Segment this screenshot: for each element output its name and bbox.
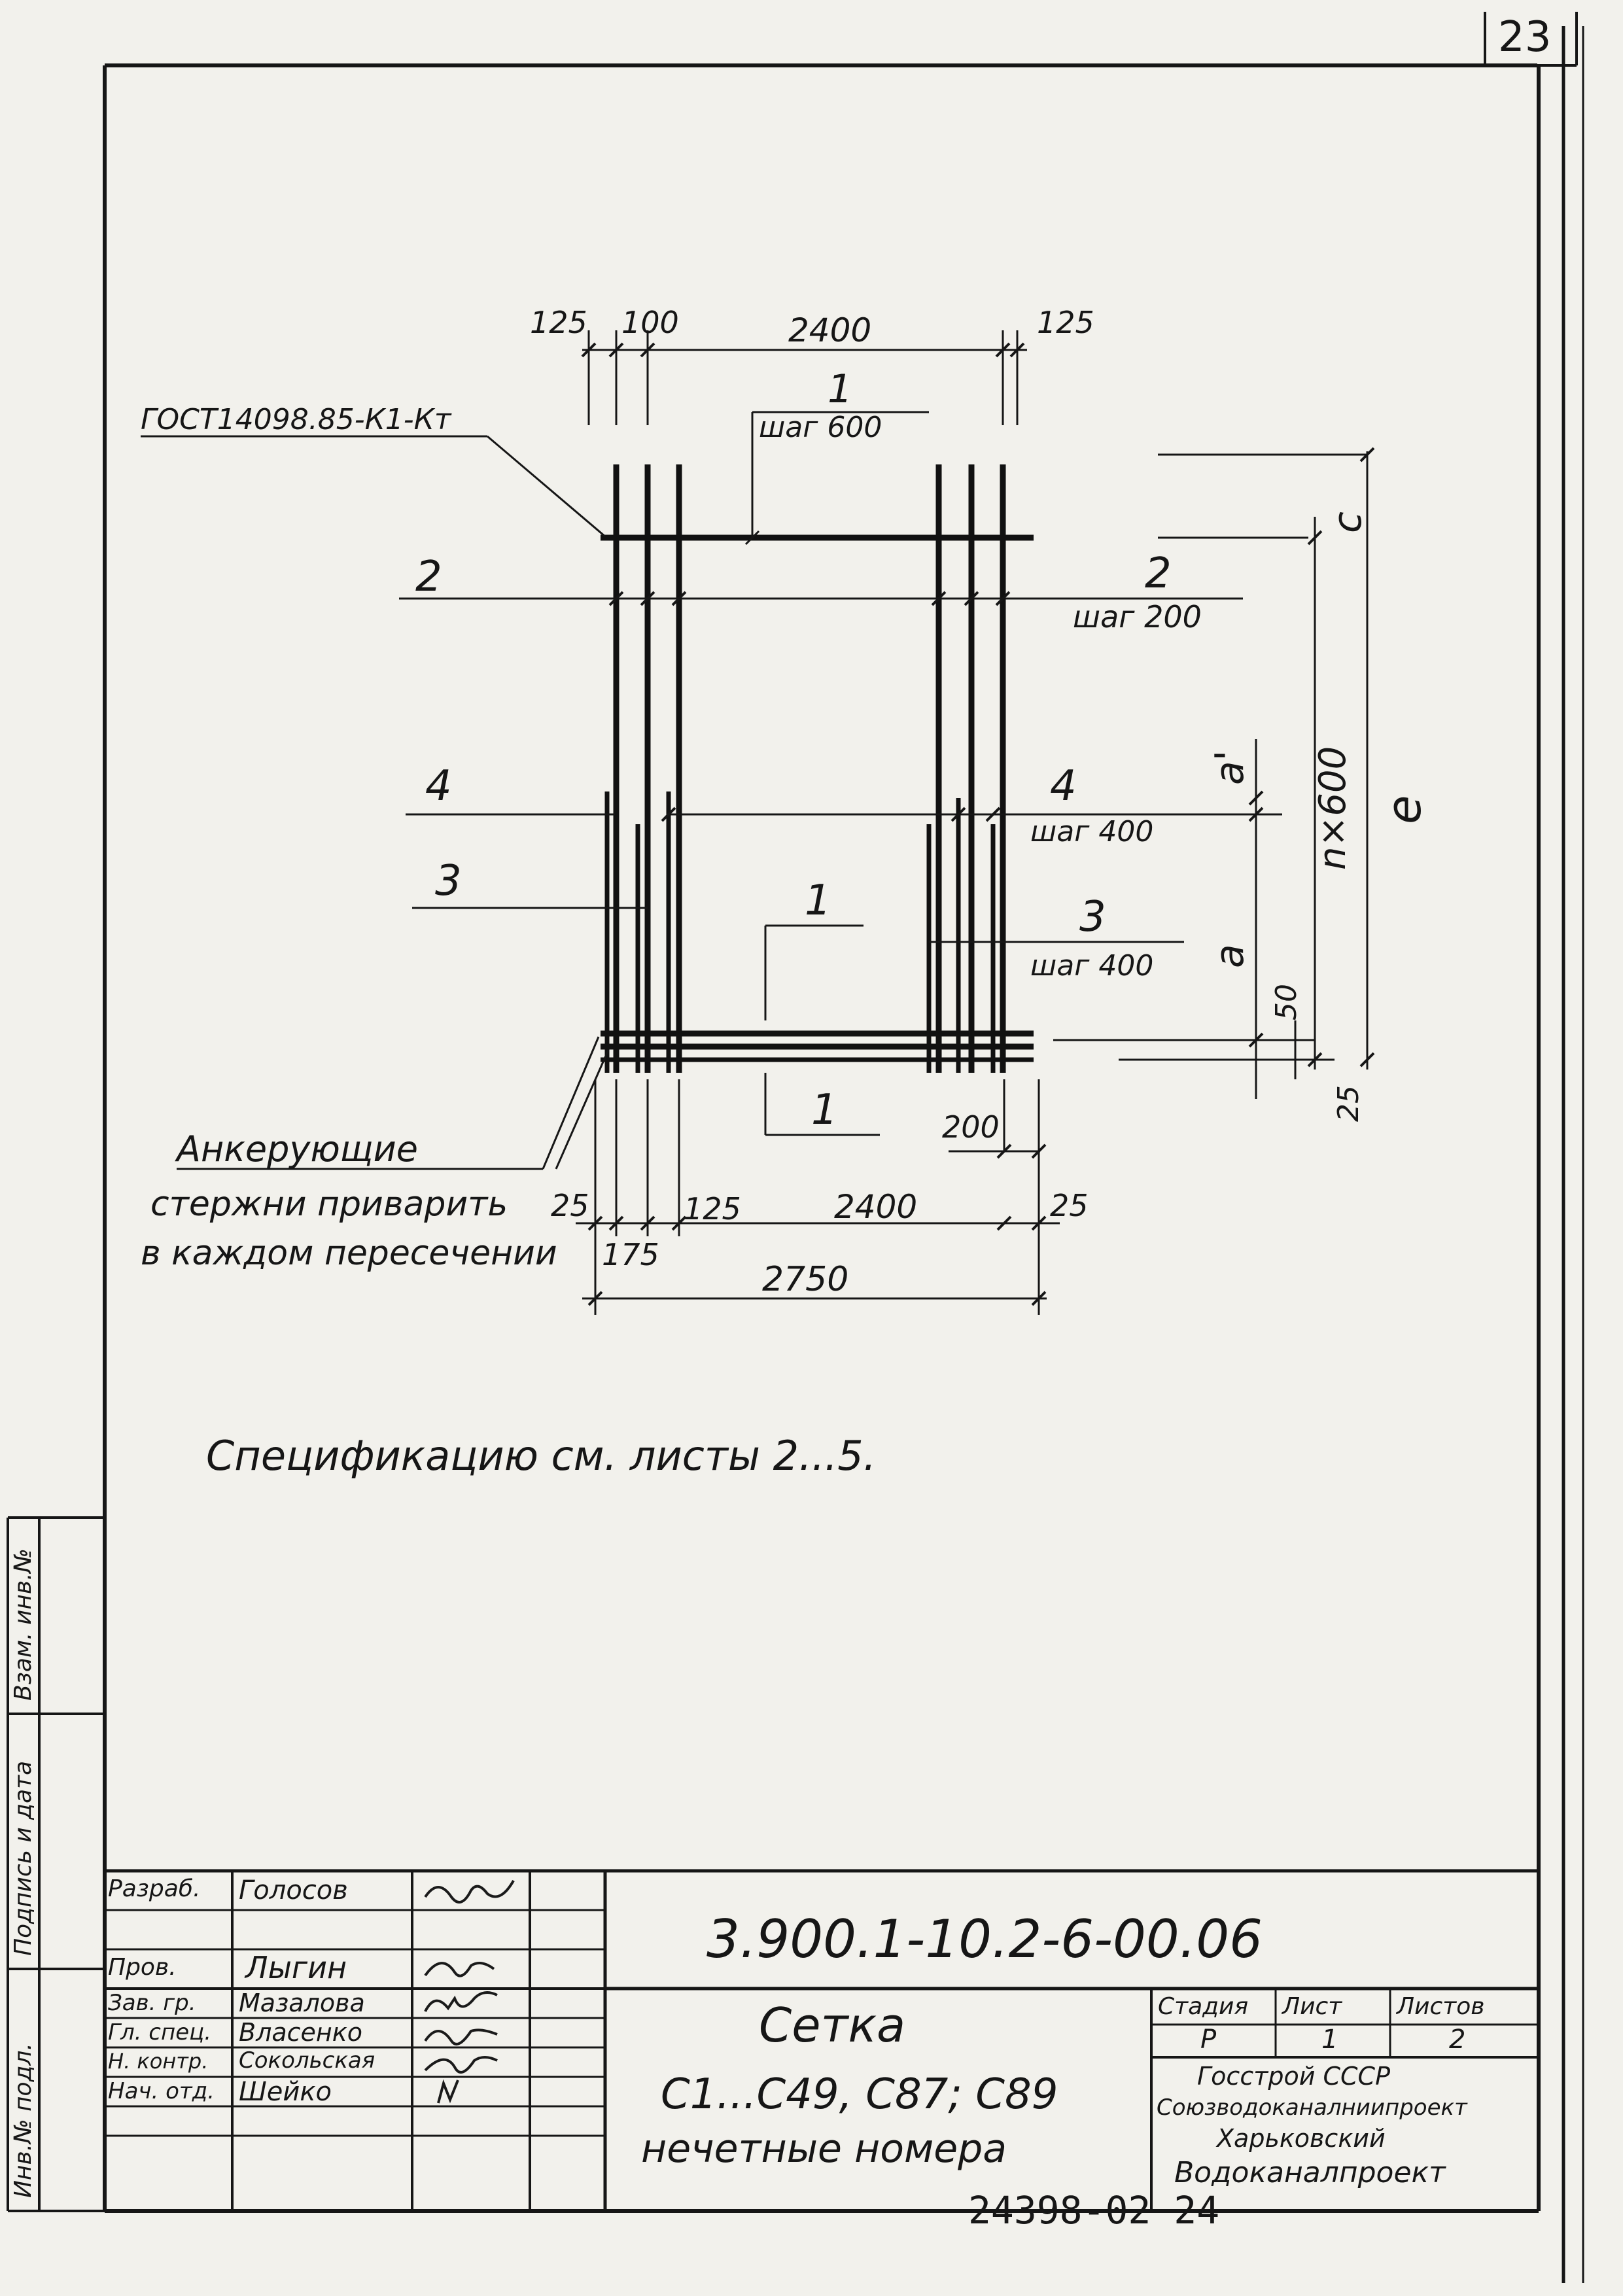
position-4-right-label: 4: [1050, 762, 1077, 810]
org-line4: Водоканалпроект: [1174, 2156, 1446, 2189]
side-stamp-inv-podl: Инв.№ подл.: [10, 2043, 37, 2198]
side-stamp-podpis-data: Подпись и дата: [10, 1760, 37, 1956]
doc-code: 3.900.1-10.2-6-00.06: [707, 1909, 1263, 1970]
title-block-grid: [105, 1869, 1539, 2211]
dimension-lines: [141, 330, 1369, 1315]
side-stamp-vzam-inv: Взам. инв.№: [10, 1548, 37, 1701]
anchor-note-line2: стержни приварить: [150, 1185, 508, 1224]
anchor-note-line3: в каждом пересечении: [141, 1234, 557, 1273]
dim-bottom-25-left: 25: [551, 1188, 589, 1223]
title-line1: Сетка: [759, 1998, 906, 2053]
position-2-right-label: 2: [1145, 549, 1172, 598]
dim-top-125-right: 125: [1037, 305, 1094, 340]
section-mark-lower: 1: [811, 1086, 838, 1134]
org-line2: Союзводоканалниипроект: [1157, 2095, 1467, 2121]
name-zav-gr: Мазалова: [239, 1989, 365, 2017]
step-600-label: шаг 600: [759, 411, 882, 444]
dim-bottom-125: 125: [684, 1191, 741, 1226]
section-mark-upper: 1: [805, 877, 831, 925]
dim-top-125-left: 125: [530, 305, 587, 340]
stage-value: Р: [1200, 2025, 1217, 2055]
position-3-left-label: 3: [435, 857, 462, 905]
sheets-header: Листов: [1397, 1993, 1485, 2020]
footer-number: 24398-02 24: [968, 2188, 1220, 2233]
role-n-kontr: Н. контр.: [108, 2049, 209, 2074]
title-line3: нечетные номера: [641, 2126, 1007, 2172]
step-400-label-b: шаг 400: [1030, 949, 1154, 983]
dim-right-25: 25: [1332, 1085, 1365, 1122]
title-line2: С1...С49, С87; С89: [661, 2070, 1058, 2119]
role-prov: Пров.: [108, 1954, 177, 1981]
sheet-value: 1: [1321, 2025, 1338, 2055]
sheet-frame: [103, 12, 1584, 2283]
step-400-label-a: шаг 400: [1030, 815, 1154, 848]
anchor-note-line1: Анкерующие: [177, 1128, 418, 1170]
role-gl-spec: Гл. спец.: [108, 2019, 212, 2045]
stage-header: Стадия: [1158, 1993, 1249, 2020]
role-zav-gr: Зав. гр.: [108, 1990, 196, 2016]
name-razrab: Голосов: [239, 1875, 348, 1905]
dim-right-50: 50: [1270, 984, 1303, 1020]
dim-right-e: e: [1376, 795, 1431, 824]
specification-note: Спецификацию см. листы 2...5.: [206, 1432, 877, 1480]
sheet-number: 23: [1498, 13, 1552, 61]
role-nach-otd: Нач. отд.: [108, 2078, 215, 2104]
name-gl-spec: Власенко: [239, 2018, 362, 2047]
dim-right-nx600: n×600: [1312, 746, 1354, 870]
dim-bottom-25-right: 25: [1050, 1188, 1089, 1223]
position-3-right-label: 3: [1079, 893, 1106, 941]
rebar-mesh: [601, 464, 1034, 1073]
dim-bottom-175: 175: [602, 1237, 659, 1272]
name-prov: Лыгин: [245, 1950, 347, 1985]
dim-bottom-2750: 2750: [762, 1260, 849, 1299]
dim-top-100: 100: [621, 305, 679, 340]
name-n-kontr: Сокольская: [239, 2047, 375, 2074]
position-2-left-label: 2: [415, 553, 442, 601]
name-nach-otd: Шейко: [239, 2077, 332, 2107]
side-stamp-frame: [7, 1516, 105, 2212]
org-line1: Госстрой СССР: [1197, 2062, 1391, 2091]
dim-bottom-200: 200: [942, 1109, 1000, 1145]
dim-right-a-prime: a': [1207, 750, 1253, 785]
dim-bottom-2400: 2400: [834, 1188, 918, 1226]
step-200-label: шаг 200: [1073, 599, 1202, 635]
sheet-header: Лист: [1282, 1993, 1342, 2020]
dim-top-2400: 2400: [788, 311, 872, 349]
position-4-left-label: 4: [425, 762, 452, 810]
org-line3: Харьковский: [1217, 2124, 1386, 2153]
dim-right-c: c: [1325, 512, 1370, 533]
dim-right-a: a: [1207, 944, 1253, 968]
position-1-top-label: 1: [828, 366, 853, 412]
dimension-ticks: [581, 342, 1375, 1306]
role-razrab: Разраб.: [108, 1875, 201, 1902]
sheets-value: 2: [1449, 2025, 1466, 2055]
gost-label: ГОСТ14098.85-К1-Кт: [141, 403, 451, 436]
signatures: [424, 1880, 515, 2104]
